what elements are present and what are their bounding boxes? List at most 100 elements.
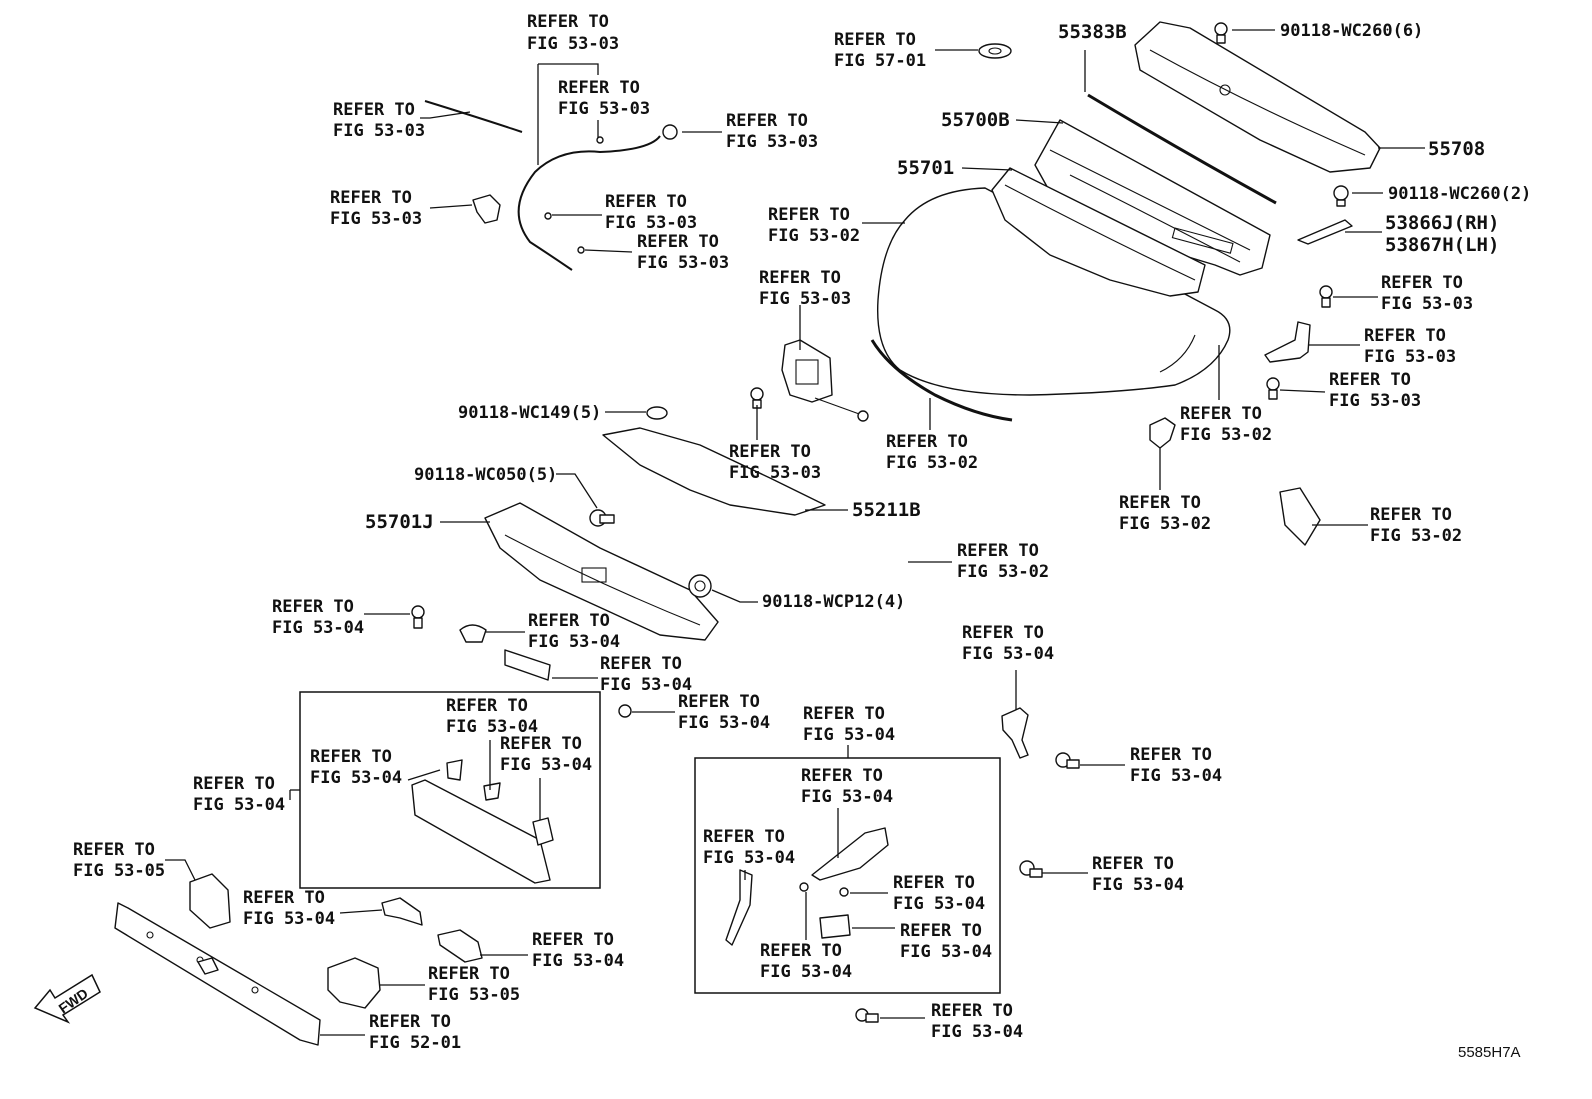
- bolt-icon-wc260-2: [1333, 185, 1349, 207]
- ref-fig: FIG 53-02: [886, 453, 978, 473]
- cowl-panel-lower: [484, 502, 719, 641]
- part-number-55700B: 55700B: [941, 109, 1010, 131]
- ref-fig: FIG 53-04: [900, 942, 992, 962]
- ref-fig: FIG 53-03: [330, 209, 422, 229]
- ref-fig: FIG 53-04: [446, 717, 538, 737]
- ref-fig: FIG 53-04: [1092, 875, 1184, 895]
- bracket-icon-left: [504, 649, 551, 681]
- part-number-53866J: 53866J(RH): [1385, 212, 1499, 234]
- ref-fig: FIG 53-02: [957, 562, 1049, 582]
- callout-labels: REFER TO FIG 53-03 REFER TO FIG 53-03 RE…: [73, 12, 1531, 1061]
- ref-label: REFER TO: [801, 766, 883, 786]
- ref-fig: FIG 53-02: [1180, 425, 1272, 445]
- bolt-code-wc260-6: 90118-WC260(6): [1280, 21, 1423, 41]
- ref-fig: FIG 53-03: [1329, 391, 1421, 411]
- ref-fig: FIG 53-04: [962, 644, 1054, 664]
- ref-label: REFER TO: [1119, 493, 1201, 513]
- bumper-bracket-left: [189, 873, 231, 929]
- part-number-55701J: 55701J: [365, 511, 434, 533]
- ref-fig: FIG 53-04: [500, 755, 592, 775]
- nut-icon-wcp12: [688, 574, 712, 598]
- bracket-icon-mid-right: [1001, 707, 1029, 759]
- bolt-icon-left: [411, 605, 425, 629]
- ref-fig: FIG 53-04: [272, 618, 364, 638]
- part-number-55383B: 55383B: [1058, 21, 1127, 43]
- ref-label: REFER TO: [1370, 505, 1452, 525]
- hood-seal: [1087, 93, 1277, 205]
- hood-stay-clip-icon: [1149, 417, 1176, 449]
- bolt-icon-lock: [750, 387, 764, 409]
- clip-icon-wc149: [646, 406, 668, 420]
- ref-label: REFER TO: [803, 704, 885, 724]
- bolt-icon-right-2: [1266, 377, 1280, 400]
- ref-fig: FIG 53-03: [759, 289, 851, 309]
- radiator-support-upper: [411, 759, 554, 884]
- ref-fig: FIG 53-03: [726, 132, 818, 152]
- ref-label: REFER TO: [834, 30, 916, 50]
- ref-label: REFER TO: [73, 840, 155, 860]
- ref-fig: FIG 53-03: [333, 121, 425, 141]
- grommet-icon: [978, 43, 1012, 59]
- bolt-code-wc149: 90118-WC149(5): [458, 403, 601, 423]
- ref-label: REFER TO: [333, 100, 415, 120]
- ref-label: REFER TO: [193, 774, 275, 794]
- ref-label: REFER TO: [1092, 854, 1174, 874]
- ref-fig: FIG 53-04: [600, 675, 692, 695]
- ref-label: REFER TO: [369, 1012, 451, 1032]
- hood-insulator: [991, 167, 1206, 297]
- ref-label: REFER TO: [893, 873, 975, 893]
- ref-fig: FIG 53-02: [768, 226, 860, 246]
- part-number-53867H: 53867H(LH): [1385, 234, 1499, 256]
- hinge-icon-right: [1264, 321, 1311, 363]
- bumper-shield-icon: [1279, 487, 1321, 546]
- bolt-icon-bottom: [855, 1008, 879, 1023]
- hood-lock-assembly: [781, 339, 869, 422]
- hood-hinge-bracket: [1297, 219, 1353, 245]
- ref-label: REFER TO: [768, 205, 850, 225]
- ref-label: REFER TO: [1329, 370, 1411, 390]
- ref-label: REFER TO: [1130, 745, 1212, 765]
- ref-fig: FIG 53-02: [1119, 514, 1211, 534]
- ref-fig: FIG 52-01: [369, 1033, 461, 1053]
- ref-label: REFER TO: [527, 12, 609, 32]
- fwd-direction-badge: FWD: [33, 973, 101, 1024]
- bolt-code-wcp12: 90118-WCP12(4): [762, 592, 905, 612]
- part-number-55708: 55708: [1428, 138, 1485, 160]
- ref-fig: FIG 53-04: [528, 632, 620, 652]
- ref-fig: FIG 53-03: [637, 253, 729, 273]
- ref-fig: FIG 53-04: [931, 1022, 1023, 1042]
- diagram-code: 5585H7A: [1458, 1044, 1521, 1061]
- ref-label: REFER TO: [962, 623, 1044, 643]
- ref-label: REFER TO: [726, 111, 808, 131]
- ref-label: REFER TO: [243, 888, 325, 908]
- ref-label: REFER TO: [605, 192, 687, 212]
- ref-label: REFER TO: [900, 921, 982, 941]
- ref-fig: FIG 53-05: [428, 985, 520, 1005]
- ref-fig: FIG 53-04: [243, 909, 335, 929]
- ref-label: REFER TO: [729, 442, 811, 462]
- ref-fig: FIG 53-04: [801, 787, 893, 807]
- ref-label: REFER TO: [1381, 273, 1463, 293]
- ref-label: REFER TO: [558, 78, 640, 98]
- ref-label: REFER TO: [500, 734, 582, 754]
- ref-fig: FIG 53-03: [1381, 294, 1473, 314]
- ref-label: REFER TO: [310, 747, 392, 767]
- ref-label: REFER TO: [330, 188, 412, 208]
- ref-fig: FIG 53-04: [310, 768, 402, 788]
- bolt-icon-wc260-6: [1214, 22, 1228, 44]
- hood-panel: [876, 187, 1231, 396]
- ref-fig: FIG 53-04: [1130, 766, 1222, 786]
- bolt-icon-mid-right-2: [1019, 860, 1043, 878]
- ref-label: REFER TO: [886, 432, 968, 452]
- ref-fig: FIG 53-04: [703, 848, 795, 868]
- ref-label: REFER TO: [272, 597, 354, 617]
- ref-fig: FIG 53-03: [527, 34, 619, 54]
- part-number-55211B: 55211B: [852, 499, 921, 521]
- bumper-reinforcement: [114, 902, 321, 1046]
- ref-label: REFER TO: [931, 1001, 1013, 1021]
- nut-icon-left: [618, 704, 632, 718]
- ref-label: REFER TO: [528, 611, 610, 631]
- bumper-bracket-right: [327, 957, 381, 1009]
- ref-fig: FIG 53-04: [760, 962, 852, 982]
